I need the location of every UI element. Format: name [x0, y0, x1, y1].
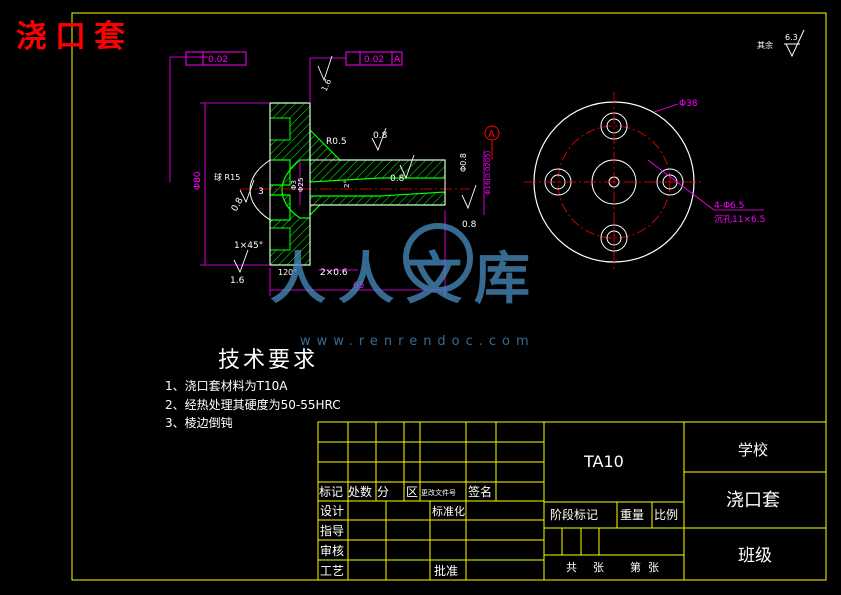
dim-small-hole: Φ3	[290, 180, 298, 190]
section-view	[240, 102, 470, 266]
dim-groove: 2×0.6	[320, 268, 348, 278]
head-hole-top	[269, 117, 291, 141]
section-dimensions	[169, 56, 485, 296]
surface-mark: 其余 6.3	[757, 29, 805, 58]
roughness-5: 0.8	[462, 220, 477, 230]
tech-req-item-3: 3、棱边倒钝	[165, 415, 233, 430]
roughness-4: 1.6	[230, 276, 245, 286]
gdt-runout-frame: 0.02 A	[309, 51, 403, 103]
tb-stage-mark: 阶段标记	[550, 507, 598, 522]
tb-review: 审核	[320, 543, 344, 558]
roughness-3: 0.8	[390, 174, 405, 184]
tb-class: 班级	[738, 546, 772, 566]
tb-design: 设计	[320, 504, 344, 518]
end-view	[524, 92, 764, 272]
dim-angle: 120°	[278, 268, 297, 277]
tb-sheets: 张	[593, 561, 604, 574]
surface-mark-value: 6.3	[785, 33, 798, 42]
gdt-position-frame: 0.02	[185, 51, 247, 66]
dim-spigot: Φ25	[297, 178, 305, 192]
tb-process: 工艺	[320, 564, 344, 578]
tb-header-doc: 更改文件号	[421, 488, 456, 497]
section-stem-bottom	[309, 191, 446, 217]
watermark: 人人文库 www.renrendoc.com	[270, 223, 542, 349]
tb-approve: 批准	[434, 563, 458, 578]
tb-header-count: 处数	[348, 484, 372, 499]
dim-sphere: 球 R15	[214, 172, 240, 182]
gdt-position-value: 0.02	[208, 55, 228, 65]
gdt-runout-datum: A	[394, 55, 401, 65]
section-head	[269, 102, 311, 266]
dim-chamfer: 1×45°	[234, 241, 263, 251]
datum-a: A	[484, 125, 500, 160]
roughness-1: 1.6	[320, 78, 334, 93]
tb-standardize: 标准化	[432, 504, 465, 518]
gdt-runout-value: 0.02	[364, 55, 384, 65]
roughness-symbol-icon	[785, 29, 805, 58]
tb-header-zone: 区	[406, 485, 418, 499]
dim-head-diameter: Φ80	[193, 171, 203, 190]
tb-scale: 比例	[654, 508, 678, 522]
roughness-symbols	[233, 55, 477, 274]
drawing-title: 浇口套	[16, 19, 133, 55]
dim-slope: 2°	[343, 180, 351, 188]
tech-req-heading: 技术要求	[218, 348, 318, 373]
roughness-2: 0.8	[373, 131, 388, 141]
watermark-url: www.renrendoc.com	[300, 334, 535, 349]
tb-total: 共	[566, 561, 577, 574]
roughness-6: 0.8	[230, 196, 246, 214]
watermark-logo-icon	[403, 223, 473, 293]
tb-sheets2: 张	[648, 561, 659, 574]
datum-a-label: A	[488, 129, 495, 140]
tb-header-mark: 标记	[319, 485, 343, 499]
dim-holes: 4-Φ6.5	[714, 201, 744, 211]
watermark-brand: 人人文库	[270, 247, 542, 312]
tb-part-name: 浇口套	[726, 490, 780, 511]
tb-weight: 重量	[620, 508, 644, 522]
tb-guide: 指导	[320, 523, 344, 538]
tb-header-div: 分	[377, 485, 389, 499]
tb-material: TA10	[583, 452, 624, 471]
tb-school: 学校	[738, 441, 768, 459]
dim-counterbore: 沉孔11×6.5	[714, 214, 765, 225]
dim-bore: Φ0.8	[459, 153, 468, 172]
dim-stem-diameter: Φ16(0.0205)	[484, 150, 492, 195]
tech-req-item-1: 1、浇口套材料为T10A	[165, 379, 288, 393]
dim-pcd: Φ38	[679, 99, 698, 109]
dim-step: 3	[258, 187, 264, 197]
dim-fillet: R0.5	[326, 137, 347, 147]
title-block	[317, 421, 827, 581]
tech-req-item-2: 2、经热处理其硬度为50-55HRC	[165, 397, 341, 412]
surface-mark-label: 其余	[757, 40, 773, 50]
tb-header-sign: 签名	[468, 484, 492, 499]
tb-sheet-no: 第	[630, 560, 641, 574]
dim-length: 65	[353, 281, 364, 291]
